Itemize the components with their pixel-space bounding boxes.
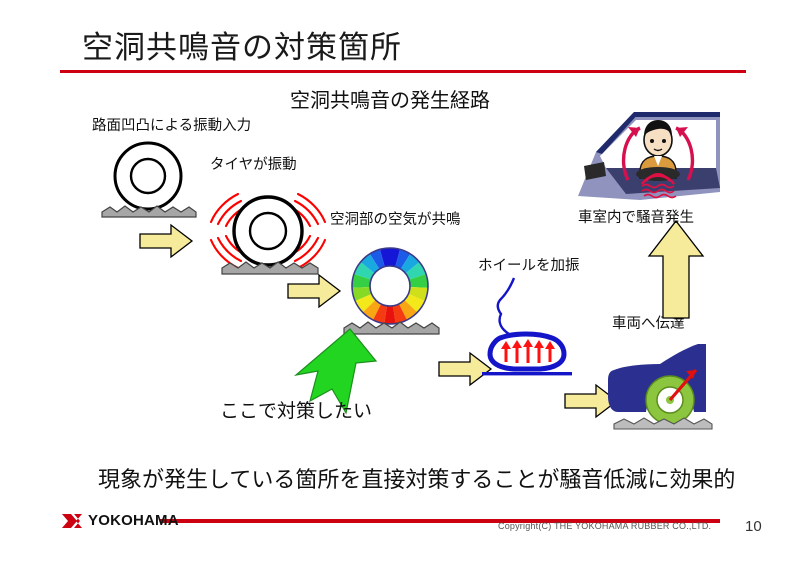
conclusion-text: 現象が発生している箇所を直接対策することが騒音低減に効果的	[98, 467, 736, 492]
cabin-driver-noise-icon	[578, 112, 720, 200]
yellow-up-arrow-icon	[647, 219, 705, 319]
yellow-right-arrow-icon-1	[139, 223, 194, 259]
highlight-label: ここで対策したい	[220, 401, 373, 422]
page-title: 空洞共鳴音の対策箇所	[82, 30, 402, 65]
green-up-arrow-icon	[293, 328, 378, 415]
step3-label: 空洞部の空気が共鳴	[330, 212, 461, 228]
step4-label: ホイールを加振	[478, 258, 580, 274]
page-number: 10	[745, 518, 762, 535]
copyright-text: Copyright(C) THE YOKOHAMA RUBBER CO.,LTD…	[498, 521, 712, 531]
wheel-excitation-icon	[482, 277, 572, 376]
yellow-right-arrow-icon-2	[287, 273, 342, 309]
yellow-right-arrow-icon-4	[564, 383, 619, 419]
rainbow-tire-colormap-icon	[343, 247, 440, 335]
footer-divider	[160, 519, 720, 523]
step6-label: 車室内で騒音発生	[578, 210, 694, 226]
title-divider	[60, 70, 746, 73]
vibrating-tire-icon	[209, 192, 327, 275]
tire-outline-icon	[101, 141, 197, 218]
yokohama-chevron-icon	[62, 513, 82, 528]
car-side-wheel-icon	[608, 344, 713, 430]
step1-label: 路面凹凸による振動入力	[92, 118, 252, 134]
yellow-right-arrow-icon-3	[438, 351, 493, 387]
yokohama-logo: YOKOHAMA	[62, 512, 179, 529]
step2-label: タイヤが振動	[210, 157, 297, 173]
slide-subtitle: 空洞共鳴音の発生経路	[290, 90, 490, 112]
step5-label: 車両へ伝達	[612, 316, 685, 332]
yokohama-wordmark: YOKOHAMA	[88, 512, 179, 529]
